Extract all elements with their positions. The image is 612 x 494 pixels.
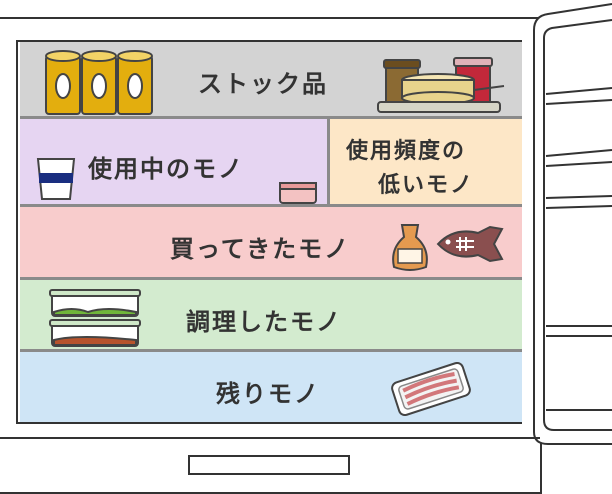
shelf-leftovers-label: 残りモノ <box>216 380 320 408</box>
shelf-stock: ストック品 <box>20 42 522 119</box>
shelf-bought: 買ってきたモノ <box>20 207 522 280</box>
shelf-low-frequency: 使用頻度の 低いモノ <box>330 119 522 207</box>
shelf-low-frequency-label-line2: 低いモノ <box>378 173 475 198</box>
bag-icon <box>392 224 428 271</box>
refrigerator-door <box>533 3 612 445</box>
shelf-cooked: 調理したモノ <box>20 280 522 352</box>
drawer-handle <box>188 455 350 475</box>
shelf-leftovers: 残りモノ <box>20 352 522 422</box>
shelf-low-frequency-label-line1: 使用頻度の <box>346 139 467 164</box>
shelf-cooked-label: 調理したモノ <box>186 308 342 336</box>
shelf-stock-label: ストック品 <box>198 70 328 98</box>
small-container-icon <box>279 182 317 204</box>
shelf-in-use-label: 使用中のモノ <box>88 155 244 183</box>
refrigerator-interior: ストック品 <box>16 40 522 424</box>
food-containers-icon <box>49 289 141 347</box>
crisper-divider <box>0 437 540 439</box>
yogurt-cup-icon <box>36 158 76 200</box>
bacon-pack-icon <box>391 362 471 416</box>
jars-and-cheese-icon <box>377 57 505 113</box>
fish-icon <box>436 225 504 263</box>
shelf-in-use: 使用中のモノ <box>20 119 330 207</box>
cans-icon <box>45 50 153 115</box>
shelf-bought-label: 買ってきたモノ <box>170 235 351 263</box>
